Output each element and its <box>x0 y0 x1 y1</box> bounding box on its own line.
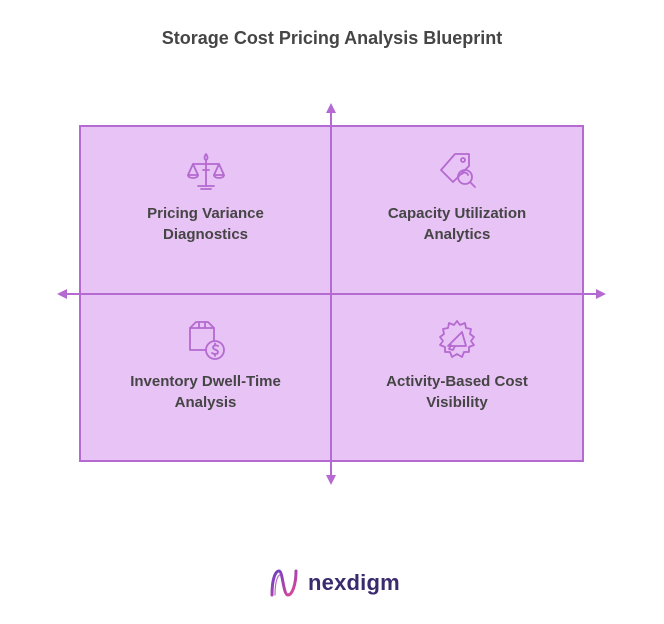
arrow-right-icon <box>596 289 606 299</box>
megaphone-badge-icon <box>439 320 475 358</box>
brand-mark-icon <box>270 569 298 597</box>
quadrant-label: Pricing Variance Diagnostics <box>147 205 264 243</box>
scales-icon <box>186 153 225 190</box>
arrow-left-icon <box>57 289 67 299</box>
quadrant-top-right: Capacity Utilization Analytics <box>330 125 584 295</box>
quadrant-bottom-right: Activity-Based Cost Visibility <box>330 293 584 462</box>
quadrant-label: Activity-Based Cost Visibility <box>386 373 528 411</box>
diagram-title: Storage Cost Pricing Analysis Blueprint <box>161 28 503 48</box>
quadrant-top-left: Pricing Variance Diagnostics <box>79 125 332 295</box>
box-dollar-icon <box>188 321 225 360</box>
arrow-down-icon <box>326 475 336 485</box>
brand-logo: nexdigm <box>268 565 400 601</box>
price-tag-magnifier-icon <box>440 153 476 188</box>
quadrant-bottom-left: Inventory Dwell-Time Analysis <box>79 293 332 462</box>
quadrant-label: Inventory Dwell-Time Analysis <box>130 373 281 411</box>
brand-name: nexdigm <box>308 570 400 595</box>
quadrant-label: Capacity Utilization Analytics <box>387 205 527 243</box>
arrow-up-icon <box>326 103 336 113</box>
